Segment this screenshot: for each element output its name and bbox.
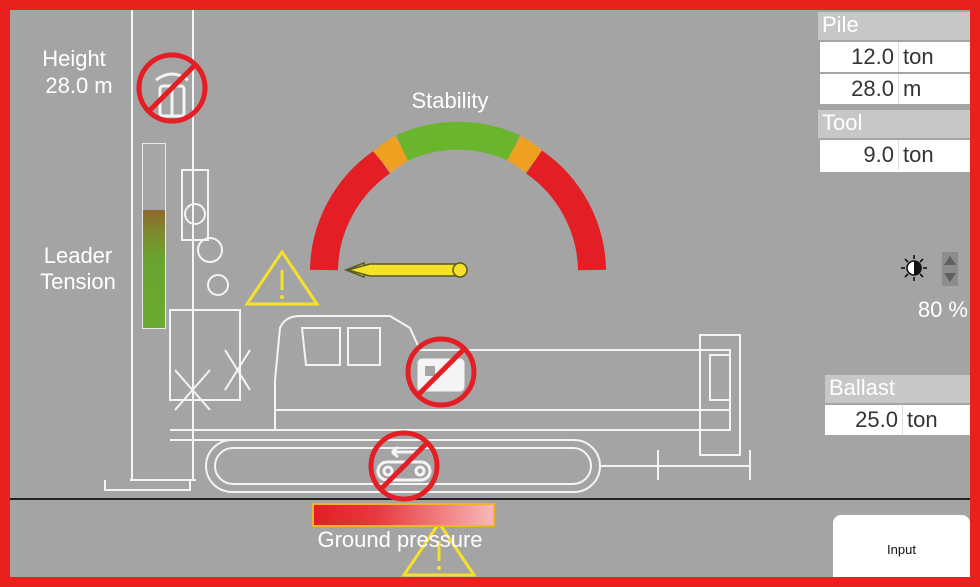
brightness-value: 80 % (917, 297, 968, 322)
piling-rig-outline (10, 10, 970, 500)
stability-gauge (310, 121, 606, 279)
stability-arc-orange-right (506, 135, 544, 173)
pile-length-unit: m (898, 74, 970, 104)
ballast-weight-unit: ton (902, 405, 970, 435)
stability-arc-red-left (310, 150, 391, 271)
brightness-icon (901, 255, 927, 281)
pile-length-value: 28.0 (851, 76, 894, 101)
height-label: Height (42, 46, 106, 71)
ballast-weight-value: 25.0 (855, 407, 898, 432)
brightness-down-icon (944, 273, 956, 282)
brightness-up-icon (944, 256, 956, 265)
leader-tension-label: Leader Tension (40, 243, 116, 294)
tool-weight-value: 9.0 (863, 142, 894, 167)
pile-weight-field[interactable]: 12.0 ton (820, 42, 970, 72)
ballast-panel-title: Ballast (825, 375, 970, 403)
hoist-prohibited-icon (136, 52, 208, 124)
pile-panel-title: Pile (818, 12, 970, 40)
tool-weight-field[interactable]: 9.0 ton (820, 140, 970, 172)
leader-tension-bar (142, 143, 166, 329)
stability-arc-red-right (525, 150, 606, 271)
ground-pressure-label: Ground pressure (317, 527, 483, 552)
stability-arc-green (396, 121, 520, 161)
stability-arc-orange-left (372, 135, 410, 173)
brightness-stepper[interactable] (942, 252, 958, 286)
stability-warning-icon (244, 249, 320, 306)
height-value: 28.0 m (45, 73, 113, 98)
input-button[interactable]: Input (833, 515, 970, 577)
stability-label: Stability (411, 88, 489, 113)
pile-weight-unit: ton (898, 42, 970, 72)
pile-weight-value: 12.0 (851, 44, 894, 69)
track-prohibited-icon (368, 430, 440, 502)
rig-monitor-screen: Height 28.0 m Leader Tension Stability G… (10, 10, 970, 577)
cab-prohibited-icon (405, 336, 477, 408)
ground-pressure-bar (312, 503, 495, 527)
tool-weight-unit: ton (898, 140, 970, 170)
tool-panel-title: Tool (818, 110, 970, 138)
ballast-weight-field[interactable]: 25.0 ton (825, 405, 970, 435)
pile-length-field[interactable]: 28.0 m (820, 74, 970, 104)
ground-warning-icon (401, 520, 477, 577)
stability-needle (343, 261, 468, 279)
